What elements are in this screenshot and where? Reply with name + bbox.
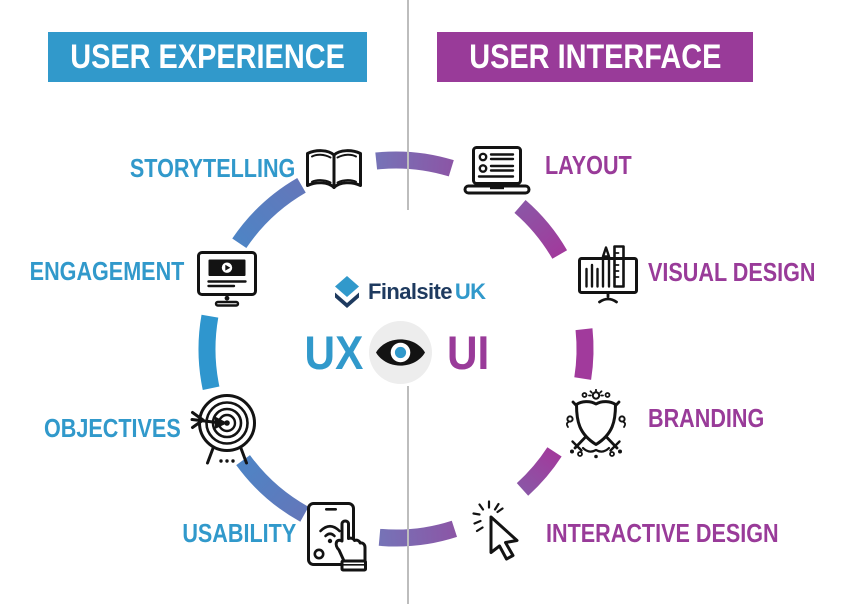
eye-badge <box>369 321 432 384</box>
arc-upper-right <box>514 199 568 259</box>
center-divider-line-bottom <box>407 386 409 604</box>
heraldic-crest-icon <box>562 389 630 463</box>
open-book-icon <box>303 146 365 196</box>
branding-label: BRANDING <box>648 403 765 433</box>
arc-top <box>375 151 454 177</box>
video-monitor-icon <box>196 250 258 307</box>
brand-name: Finalsite <box>368 279 452 304</box>
user-interface-header: USER INTERFACE <box>437 32 753 82</box>
engagement-label: ENGAGEMENT <box>29 256 184 286</box>
ui-acronym: UI <box>447 326 490 379</box>
arc-lower-left <box>236 454 309 522</box>
user-experience-header: USER EXPERIENCE <box>48 32 367 82</box>
design-monitor-icon <box>577 243 639 307</box>
arc-upper-left <box>232 177 306 249</box>
finalsite-diamond-icon <box>335 276 359 308</box>
arc-bottom <box>378 520 458 547</box>
user-experience-header-label: USER EXPERIENCE <box>70 38 345 76</box>
interactive-design-label: INTERACTIVE DESIGN <box>546 518 779 548</box>
center-divider-line-top <box>407 0 409 210</box>
cursor-click-icon <box>472 500 534 562</box>
laptop-list-icon <box>463 145 531 197</box>
arc-lower-right <box>516 447 562 496</box>
usability-label: USABILITY <box>182 518 296 548</box>
arc-right <box>574 328 594 380</box>
eye-icon <box>376 339 425 366</box>
objectives-label: OBJECTIVES <box>44 413 181 443</box>
brand-region: UK <box>454 279 486 304</box>
storytelling-label: STORYTELLING <box>129 153 295 183</box>
ux-acronym: UX <box>304 326 363 379</box>
dartboard-target-icon <box>190 390 262 467</box>
tablet-touch-icon <box>306 500 376 578</box>
layout-label: LAYOUT <box>545 150 632 180</box>
finalsite-uk-logo: Finalsite UK <box>334 276 486 309</box>
arc-left <box>198 314 220 391</box>
user-interface-header-label: USER INTERFACE <box>468 38 722 76</box>
visual-design-label: VISUAL DESIGN <box>648 257 816 287</box>
